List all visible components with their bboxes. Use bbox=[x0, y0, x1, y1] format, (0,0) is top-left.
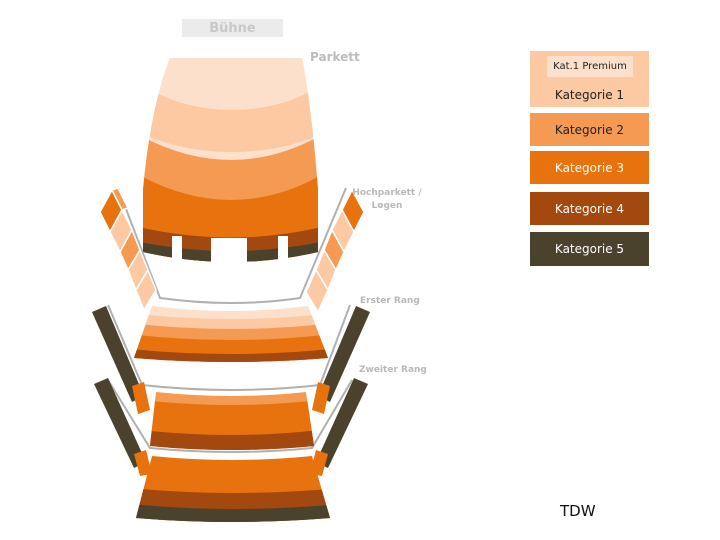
hochparkett-label: Hochparkett / Logen bbox=[352, 187, 422, 213]
parkett-section[interactable] bbox=[82, 0, 382, 280]
stage-label: Bühne bbox=[182, 19, 283, 37]
erster-rang-sides[interactable] bbox=[92, 306, 370, 414]
hochparkett-rails bbox=[117, 187, 347, 304]
legend-kategorie-3: Kategorie 3 bbox=[530, 151, 649, 184]
legend-kategorie-4: Kategorie 4 bbox=[530, 192, 649, 225]
zweiter-rang-rear-section[interactable] bbox=[130, 450, 340, 530]
erster-rang-section[interactable] bbox=[120, 300, 340, 370]
legend-kategorie-5: Kategorie 5 bbox=[530, 232, 649, 266]
zweiter-rang-section[interactable] bbox=[140, 388, 320, 458]
erster-rang-rails bbox=[107, 304, 351, 391]
watermark: TDW bbox=[560, 502, 596, 520]
parkett-label: Parkett bbox=[310, 50, 360, 64]
legend-kategorie-2: Kategorie 2 bbox=[530, 113, 649, 146]
zweiter-rang-label: Zweiter Rang bbox=[359, 365, 427, 375]
logen-label: Logen bbox=[371, 201, 403, 211]
hochparkett-label-line1: Hochparkett / bbox=[352, 188, 422, 198]
erster-rang-label: Erster Rang bbox=[360, 296, 420, 306]
zweiter-rang-rails bbox=[107, 379, 353, 453]
legend-premium: Kat.1 Premium bbox=[547, 56, 633, 77]
logen-right[interactable] bbox=[305, 188, 365, 314]
zweiter-rang-sides[interactable] bbox=[94, 378, 368, 476]
logen-left[interactable] bbox=[99, 187, 157, 312]
